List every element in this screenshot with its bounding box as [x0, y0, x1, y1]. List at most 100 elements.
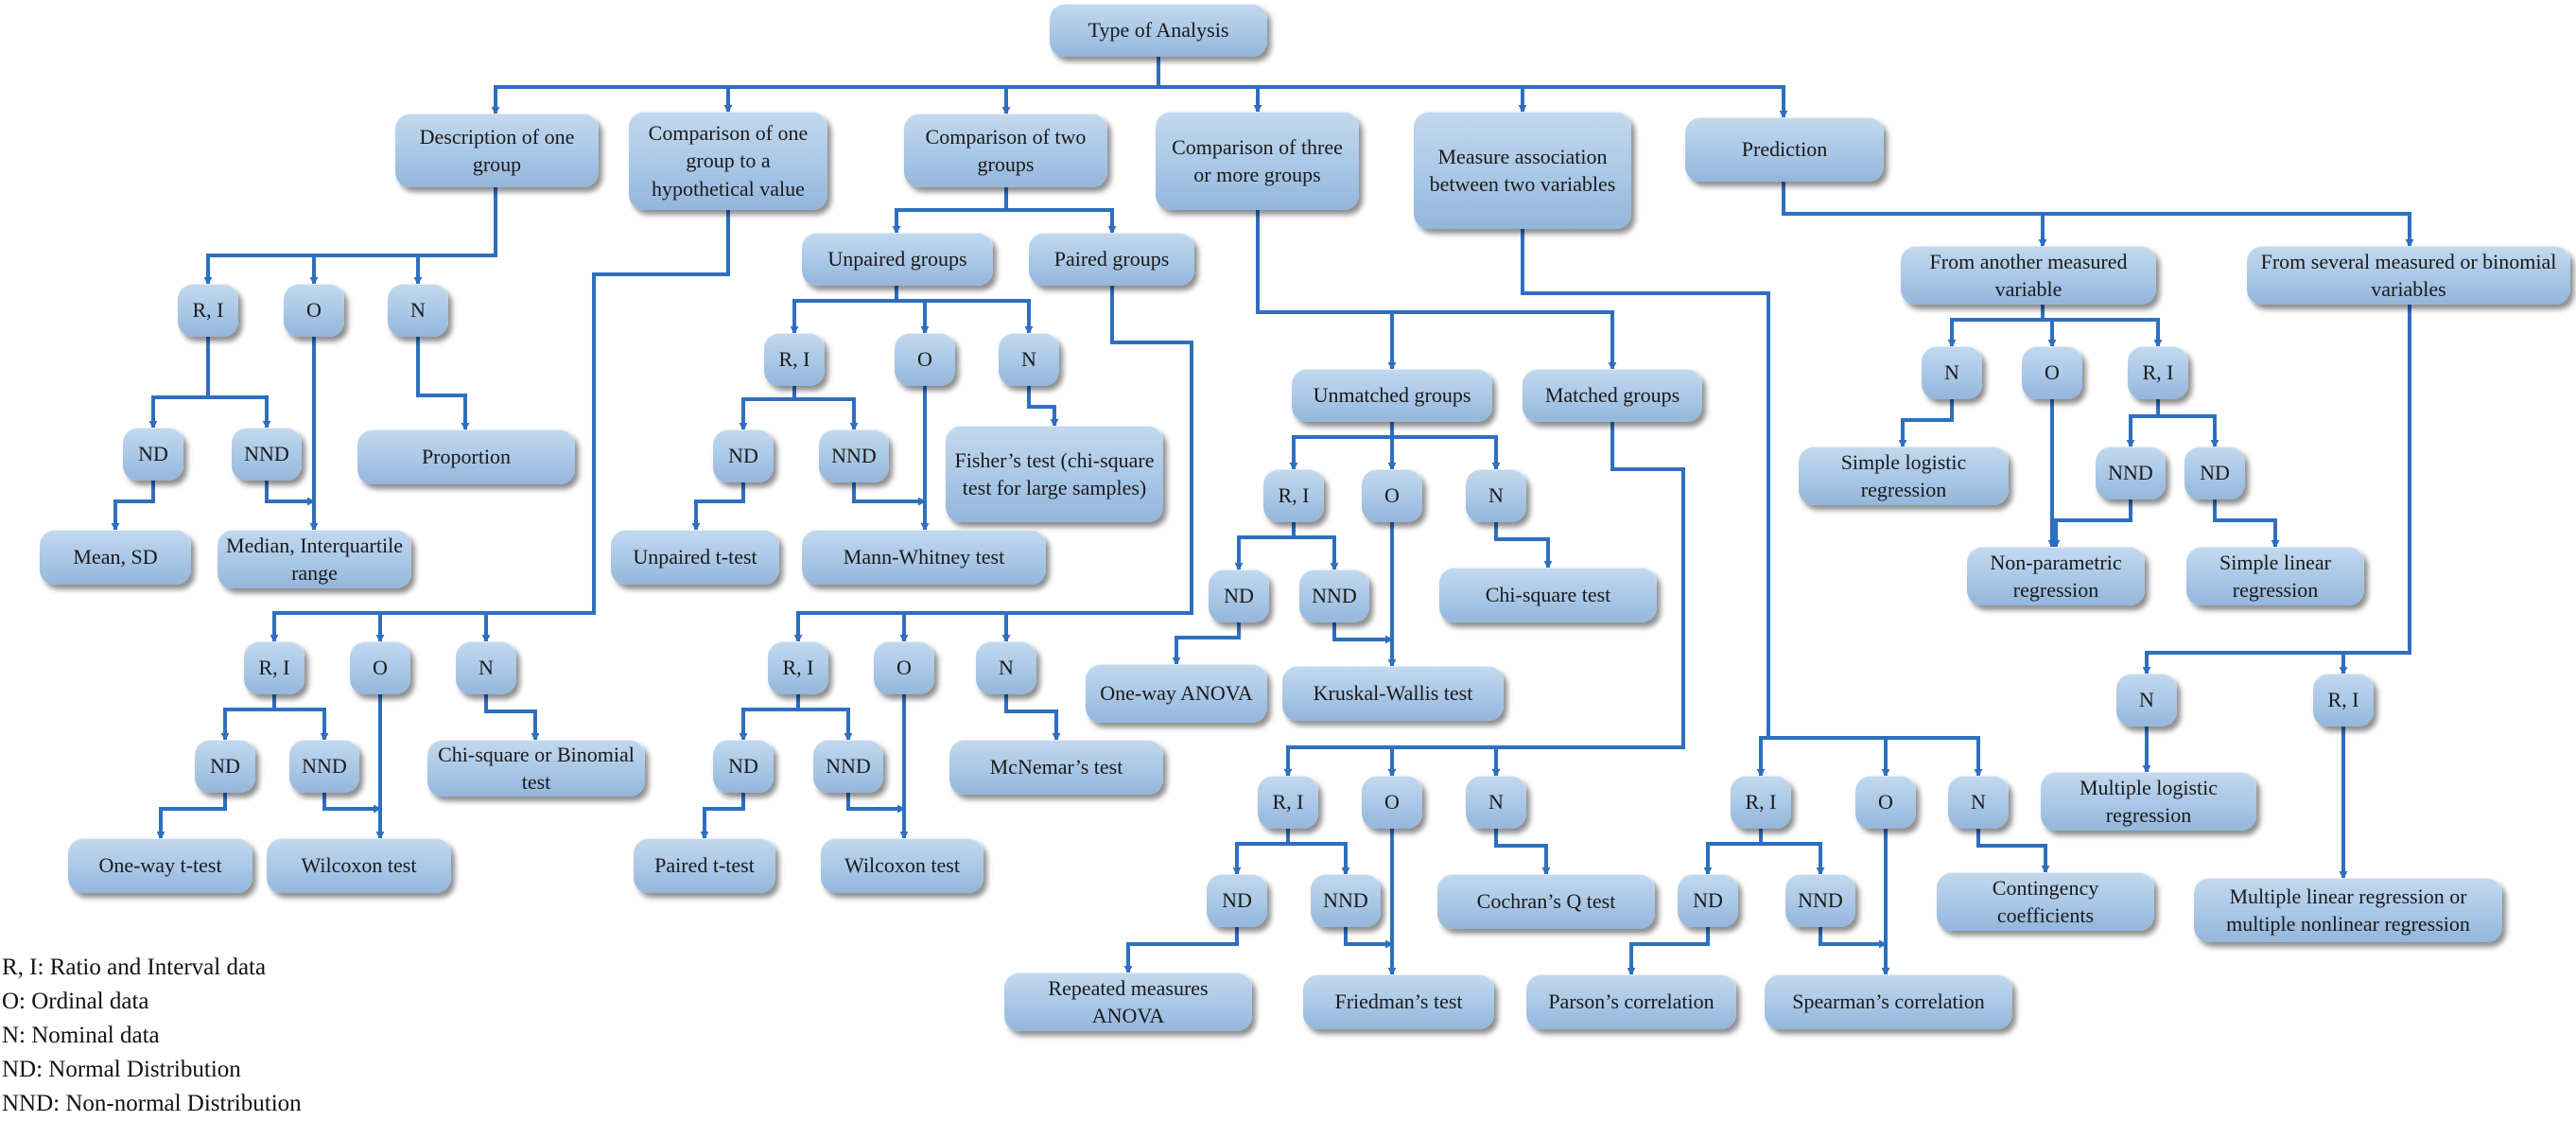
connector-arrow [156, 793, 227, 840]
connector-arrow [270, 210, 730, 643]
node-desc-nd: ND [123, 428, 183, 481]
node-parsons-correlation: Parson’s correlation [1526, 974, 1736, 1029]
node-paired-nnd: NND [813, 740, 883, 793]
node-desc-o: O [284, 284, 344, 337]
node-chi-square-test: Chi-square test [1439, 568, 1657, 622]
node-unpaired-nd: ND [713, 429, 774, 482]
node-unmatched-nd: ND [1209, 569, 1269, 622]
legend-item: R, I: Ratio and Interval data [2, 955, 267, 980]
node-unpaired-nnd: NND [819, 429, 889, 482]
node-one-way-t-test: One-way t-test [68, 838, 252, 893]
node-assoc-o: O [1855, 776, 1916, 829]
node-kruskal-wallis-test: Kruskal-Wallis test [1282, 666, 1504, 721]
connector-arrow [790, 286, 898, 335]
node-paired-ri: R, I [768, 641, 828, 694]
node-several-n: N [2116, 674, 2177, 727]
node-unpaired-o: O [895, 333, 955, 386]
node-proportion: Proportion [357, 429, 575, 484]
node-unpaired-t-test: Unpaired t-test [611, 530, 779, 585]
connector-arrow [1294, 535, 1339, 571]
connector-arrow [1947, 305, 2045, 348]
node-hyp-nnd: NND [289, 740, 359, 793]
connector-arrow [1158, 85, 1527, 114]
node-multiple-linear-regression: Multiple linear regression or multiple n… [2194, 878, 2502, 942]
connector-arrow [2043, 212, 2414, 248]
connector-arrow [309, 254, 496, 286]
connector-arrow [1761, 842, 1825, 876]
node-hyp-nd: ND [195, 740, 255, 793]
connector-arrow [794, 397, 859, 431]
node-comparison-three-or-more-groups: Comparison of three or more groups [1156, 112, 1359, 210]
connector-arrow [892, 187, 1008, 235]
connector-arrow [2339, 651, 2410, 675]
node-contingency-coefficients: Contingency coefficients [1937, 872, 2154, 931]
node-unmatched-n: N [1466, 469, 1526, 522]
node-desc-nnd: NND [232, 428, 302, 481]
connector-arrow [2142, 305, 2411, 675]
connector-arrow [896, 299, 1034, 335]
node-fishers-test: Fisher’s test (chi-square test for large… [946, 426, 1163, 522]
connector-arrow [1344, 927, 1394, 949]
node-unpaired-ri: R, I [764, 333, 825, 386]
node-comparison-one-group-hypothetical: Comparison of one group to a hypothetica… [629, 112, 827, 210]
connector-arrow [481, 611, 594, 643]
node-one-way-anova: One-way ANOVA [1086, 664, 1267, 723]
node-desc-n: N [388, 284, 448, 337]
connector-arrow [111, 481, 155, 532]
node-several-ri: R, I [2313, 674, 2374, 727]
node-pred-nnd: NND [2096, 447, 2166, 499]
node-mean-sd: Mean, SD [40, 530, 191, 585]
connector-arrow [203, 187, 497, 286]
connector-arrow [793, 286, 1193, 643]
node-repeated-measures-anova: Repeated measures ANOVA [1004, 972, 1252, 1031]
node-paired-t-test: Paired t-test [634, 838, 775, 893]
node-non-parametric-regression: Non-parametric regression [1967, 547, 2145, 605]
node-unpaired-groups: Unpaired groups [802, 233, 993, 286]
connector-arrow [1006, 208, 1117, 235]
node-from-another-measured-variable: From another measured variable [1901, 246, 2156, 305]
connector-arrow [2043, 318, 2057, 348]
abbreviation-legend: R, I: Ratio and Interval data O: Ordinal… [2, 951, 302, 1121]
legend-item: NND: Non-normal Distribution [2, 1091, 302, 1116]
connector-arrow [2158, 414, 2219, 448]
connector-arrow [1521, 229, 1770, 778]
connector-arrow [1001, 85, 1158, 115]
connector-arrow [484, 694, 540, 742]
connector-arrow [1004, 694, 1061, 742]
node-type-of-analysis: Type of Analysis [1050, 4, 1267, 57]
node-cochrans-q-test: Cochran’s Q test [1437, 874, 1655, 929]
connector-arrow [2126, 399, 2160, 448]
node-matched-groups: Matched groups [1523, 369, 1702, 422]
connector-arrow [1232, 829, 1290, 876]
connector-arrow [1703, 829, 1763, 876]
connector-arrow [739, 386, 796, 431]
node-simple-logistic-regression: Simple logistic regression [1799, 447, 2009, 505]
connector-arrow [1976, 829, 2050, 874]
connector-arrow [208, 395, 271, 429]
node-wilcoxon-test-paired: Wilcoxon test [821, 838, 983, 893]
node-pred-n: N [1922, 346, 1982, 399]
node-hyp-n: N [456, 641, 516, 694]
connector-arrow [700, 793, 745, 840]
node-pred-ri: R, I [2128, 346, 2188, 399]
node-paired-o: O [874, 641, 934, 694]
connector-arrow [1782, 182, 2047, 248]
node-paired-groups: Paired groups [1029, 233, 1194, 286]
connector-arrow [1256, 210, 1397, 371]
node-pred-o: O [2022, 346, 2082, 399]
connector-arrow [1494, 522, 1553, 569]
connector-arrow [413, 254, 496, 286]
connector-arrow [798, 708, 853, 742]
connector-arrow [1819, 927, 1888, 949]
node-matched-nnd: NND [1311, 874, 1381, 927]
connector-arrow [723, 85, 1158, 114]
node-measure-association: Measure association between two variable… [1414, 112, 1631, 229]
node-assoc-nnd: NND [1785, 874, 1855, 927]
node-assoc-n: N [1948, 776, 2009, 829]
connector-arrow [1898, 399, 1954, 448]
node-chi-square-or-binomial: Chi-square or Binomial test [427, 740, 645, 797]
connector-arrow [1234, 522, 1296, 571]
node-wilcoxon-test-one-group: Wilcoxon test [267, 838, 451, 893]
node-hyp-ri: R, I [244, 641, 305, 694]
